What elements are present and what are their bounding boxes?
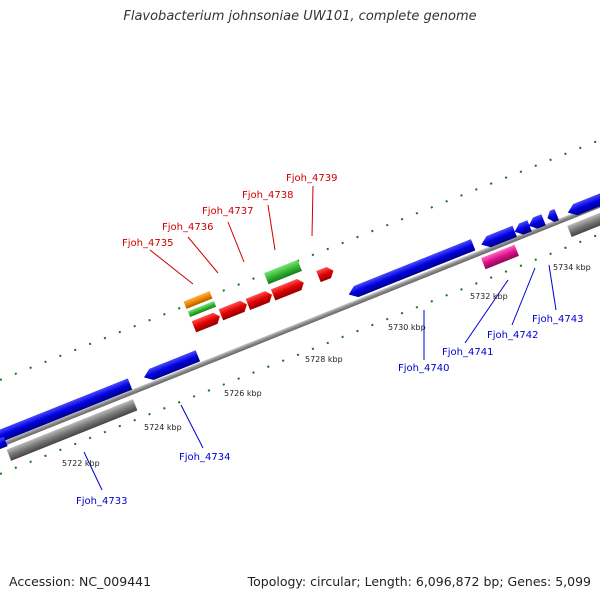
gene-fjoh-4733-arrow	[0, 378, 133, 442]
gene-fjoh-4738-arrow	[270, 278, 304, 301]
label-fjoh-4735: Fjoh_4735	[122, 238, 173, 249]
forward-cds-features	[183, 244, 519, 333]
gene-fjoh-4742-arrow	[514, 220, 532, 235]
label-fjoh-4737: Fjoh_4737	[202, 206, 253, 217]
pink-feature	[481, 244, 519, 270]
tick-label-5726: 5726 kbp	[224, 389, 262, 398]
map-title: Flavobacterium johnsoniae UW101, complet…	[123, 9, 477, 24]
gene-fjoh-4735-arrow	[191, 312, 220, 333]
label-fjoh-4741: Fjoh_4741	[442, 347, 493, 358]
backbone	[0, 200, 600, 450]
gene-track	[6, 211, 600, 461]
tick-label-5732: 5732 kbp	[470, 292, 508, 301]
reverse-label-leaders	[83, 264, 557, 491]
gene-fjoh-4741-arrow	[481, 225, 517, 248]
gene-fjoh-4736-arrow	[218, 300, 247, 321]
tick-label-5728: 5728 kbp	[305, 355, 343, 364]
tick-label-5724: 5724 kbp	[144, 423, 182, 432]
label-fjoh-4738: Fjoh_4738	[242, 190, 293, 201]
gene-fjoh-4738-rna	[264, 259, 302, 285]
gene-fjoh-4734-arrow	[144, 350, 201, 380]
gene-fjoh-4742b-arrow	[528, 214, 546, 229]
tick-label-5730: 5730 kbp	[388, 323, 426, 332]
label-fjoh-4739: Fjoh_4739	[286, 173, 337, 184]
gene-fjoh-4739-arrow	[316, 266, 334, 283]
tick-label-5734: 5734 kbp	[553, 263, 591, 272]
label-fjoh-4742: Fjoh_4742	[487, 330, 538, 341]
label-fjoh-4743: Fjoh_4743	[532, 314, 583, 325]
genome-summary-text: Topology: circular; Length: 6,096,872 bp…	[247, 574, 591, 589]
gene-fjoh-4740-arrow	[348, 239, 476, 298]
gene-fjoh-4735-orange-feature	[183, 291, 213, 309]
gene-fjoh-4743-arrow	[547, 208, 559, 222]
gene-next-arrow	[567, 188, 600, 216]
gene-prev-arrow	[0, 436, 8, 451]
forward-label-leaders	[149, 185, 314, 285]
tick-label-5722: 5722 kbp	[62, 459, 100, 468]
label-fjoh-4736: Fjoh_4736	[162, 222, 213, 233]
gene-fjoh-4735-rna	[187, 301, 217, 317]
label-fjoh-4740: Fjoh_4740	[398, 363, 449, 374]
label-fjoh-4733: Fjoh_4733	[76, 496, 127, 507]
gene-fjoh-4737-arrow	[245, 291, 272, 311]
reverse-cds-features	[0, 188, 600, 451]
label-fjoh-4734: Fjoh_4734	[179, 452, 230, 463]
accession-text: Accession: NC_009441	[9, 574, 152, 589]
